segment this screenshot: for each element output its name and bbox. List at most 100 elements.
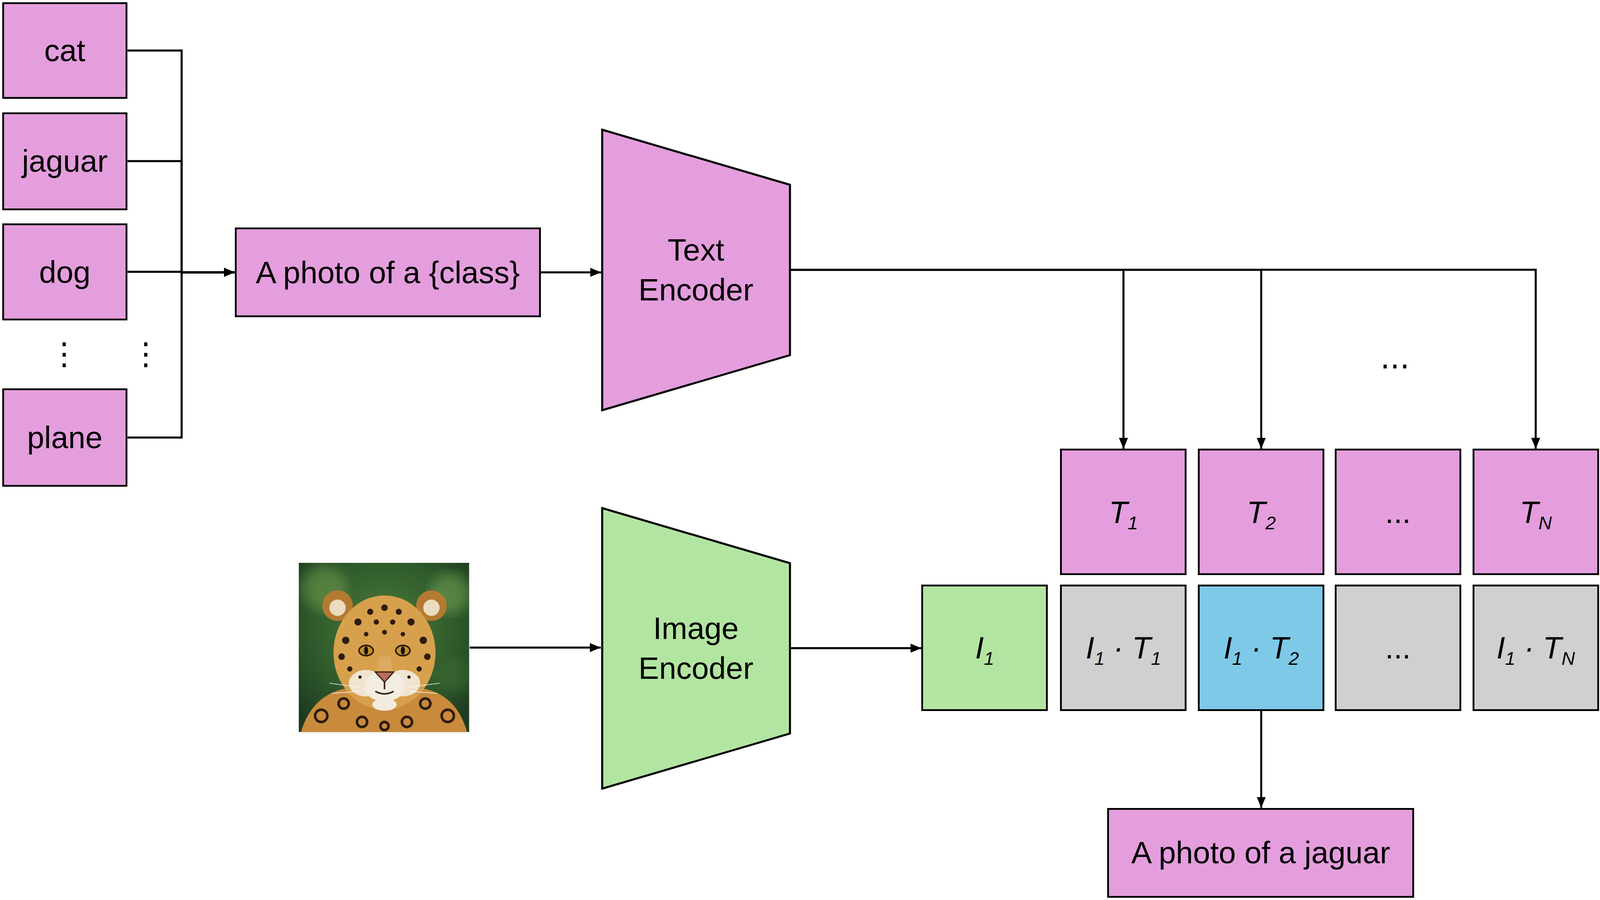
subscript: 2 bbox=[1265, 512, 1276, 534]
symbol: T bbox=[1132, 630, 1152, 666]
connector-arrow bbox=[1260, 711, 1263, 809]
rosette bbox=[401, 717, 413, 728]
subscript: 2 bbox=[1288, 648, 1299, 670]
node-label: A photo of a {class} bbox=[255, 252, 520, 293]
ellipsis-mark: ... bbox=[1380, 342, 1410, 374]
subscript: N bbox=[1561, 648, 1575, 670]
ellipsis-mark: ⋮ bbox=[48, 338, 80, 370]
symbol: I bbox=[1085, 630, 1095, 666]
spot bbox=[354, 618, 362, 627]
node-label: ... bbox=[1385, 627, 1411, 668]
jaguar-chin bbox=[372, 698, 397, 711]
jaguar-eye bbox=[395, 645, 411, 657]
text-embedding: T1 bbox=[1060, 448, 1187, 576]
symbol: T bbox=[1519, 495, 1539, 530]
node-label: I1 · T2 bbox=[1223, 627, 1299, 668]
connector-arrow bbox=[127, 161, 235, 273]
symbol: T bbox=[1269, 630, 1289, 666]
trapezoid-outline bbox=[602, 508, 790, 789]
connector-arrow bbox=[540, 271, 602, 274]
spot bbox=[423, 653, 431, 661]
jaguar-eye bbox=[359, 645, 374, 657]
spot bbox=[367, 608, 374, 616]
spot bbox=[338, 653, 345, 661]
node-label: I1 · TN bbox=[1496, 627, 1576, 668]
trapezoid-outline bbox=[602, 129, 790, 411]
node-label: I1 bbox=[975, 627, 995, 668]
rosette bbox=[338, 698, 350, 710]
spot bbox=[389, 619, 396, 626]
jaguar-ear-inner bbox=[423, 599, 440, 617]
image-input-arrow bbox=[469, 646, 601, 650]
connector-arrow bbox=[790, 269, 1536, 449]
symbol: I bbox=[1496, 630, 1506, 666]
jaguar-mouth bbox=[375, 682, 394, 695]
symbol: T bbox=[1108, 495, 1129, 530]
node-label: cat bbox=[44, 30, 86, 71]
spot bbox=[381, 604, 388, 612]
jaguar-muzzle bbox=[364, 671, 405, 703]
node-label: Text Encoder bbox=[638, 229, 754, 311]
spot bbox=[407, 618, 415, 627]
similarity-cell: I1 · T1 bbox=[1060, 584, 1187, 712]
prediction-box: A photo of a jaguar bbox=[1107, 808, 1415, 899]
spot bbox=[400, 632, 406, 638]
subscript: N bbox=[1538, 512, 1552, 534]
node-label: jaguar bbox=[21, 141, 108, 181]
symbol: T bbox=[1542, 630, 1562, 666]
similarity-cell: I1 · TN bbox=[1472, 584, 1600, 712]
rosette bbox=[380, 722, 389, 731]
spot bbox=[358, 675, 362, 679]
jaguar-photo bbox=[298, 563, 470, 733]
subscript: 1 bbox=[1150, 648, 1162, 670]
spot bbox=[419, 637, 427, 645]
trapezoid-shape bbox=[601, 128, 792, 412]
node-label: I1 · T1 bbox=[1085, 627, 1162, 668]
text-part: · bbox=[1104, 630, 1132, 666]
foliage-blur bbox=[433, 656, 470, 694]
connector-arrow bbox=[790, 269, 1124, 449]
spot bbox=[382, 630, 388, 636]
spot bbox=[341, 637, 350, 645]
jaguar-ear-inner bbox=[329, 599, 346, 617]
jaguar-head bbox=[333, 595, 436, 711]
spot bbox=[373, 619, 380, 626]
node-label: A photo of a jaguar bbox=[1131, 832, 1391, 873]
text-part: · bbox=[1515, 630, 1543, 666]
node-label: plane bbox=[27, 417, 103, 458]
subscript: 1 bbox=[983, 648, 995, 670]
jaguar-spots bbox=[338, 604, 431, 680]
ellipsis-mark: ⋮ bbox=[130, 338, 162, 370]
trapezoid-shape bbox=[601, 507, 792, 790]
text-embedding: TN bbox=[1472, 448, 1600, 576]
jaguar-rosettes bbox=[315, 698, 454, 731]
image-encoder: Image Encoder bbox=[601, 507, 792, 790]
spot bbox=[416, 666, 423, 672]
image-embedding: I1 bbox=[921, 584, 1048, 712]
symbol: T bbox=[1246, 495, 1266, 530]
class-box: jaguar bbox=[2, 112, 128, 211]
rosette bbox=[420, 698, 431, 710]
class-box: dog bbox=[2, 223, 128, 321]
subscript: 1 bbox=[1127, 512, 1138, 534]
rosette bbox=[315, 710, 328, 723]
symbol: I bbox=[1223, 630, 1233, 666]
prompt-template-box: A photo of a {class} bbox=[234, 227, 541, 318]
subscript: 1 bbox=[1094, 648, 1105, 670]
jaguar-pupil bbox=[400, 646, 405, 656]
text-embedding: ... bbox=[1334, 448, 1462, 576]
connector-arrow bbox=[127, 50, 235, 273]
connector-arrow bbox=[790, 647, 922, 650]
jaguar-pupil bbox=[364, 646, 369, 656]
node-label: Image Encoder bbox=[638, 608, 754, 689]
similarity-cell: ... bbox=[1334, 584, 1462, 712]
node-label: T2 bbox=[1246, 492, 1276, 533]
rosette bbox=[441, 710, 454, 723]
spot bbox=[364, 632, 369, 638]
similarity-cell-max: I1 · T2 bbox=[1197, 584, 1325, 712]
rosette bbox=[356, 717, 368, 728]
text-part: · bbox=[1242, 630, 1270, 666]
subscript: 1 bbox=[1232, 648, 1243, 670]
text-encoder: Text Encoder bbox=[601, 128, 792, 412]
